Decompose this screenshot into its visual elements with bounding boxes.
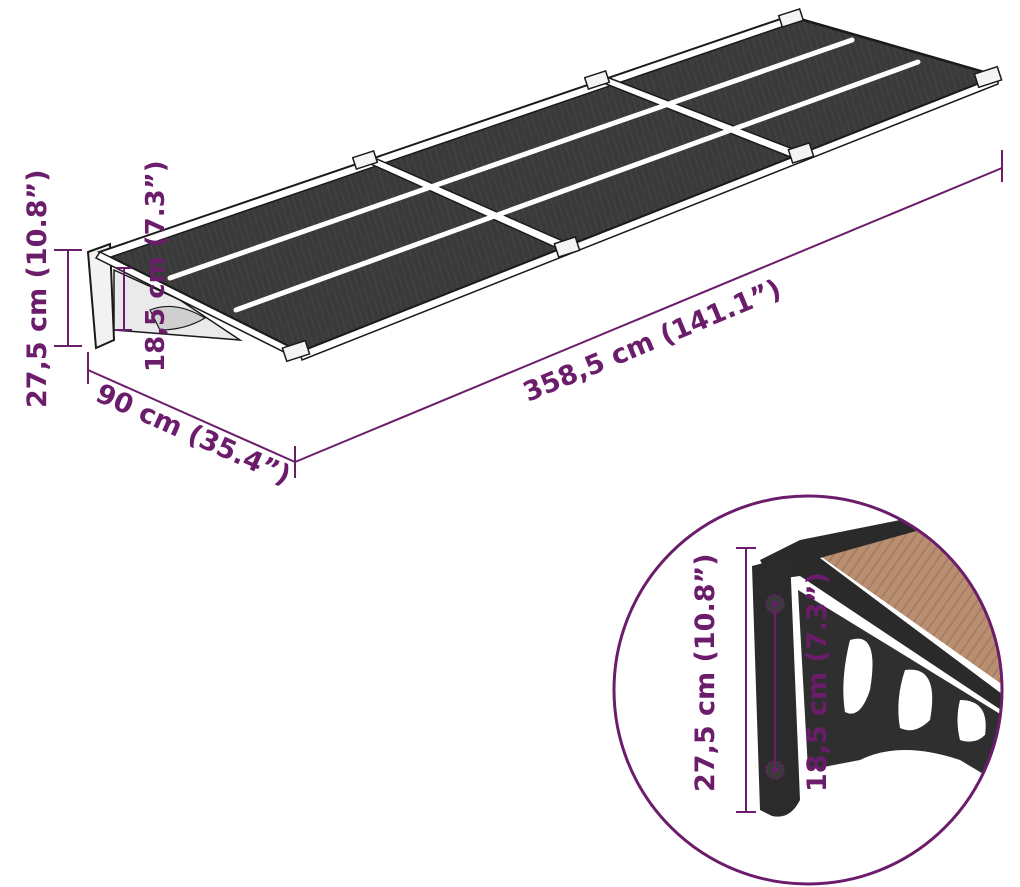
- bracket-detail: 27,5 cm (10.8”) 18,5 cm (7.3”): [612, 494, 1004, 886]
- dimension-lines: [54, 150, 1003, 478]
- detail-hole-spacing-label: 18,5 cm (7.3”): [802, 572, 833, 792]
- height-label: 27,5 cm (10.8”): [22, 169, 53, 408]
- frame-rails: [94, 15, 999, 362]
- detail-panel: [820, 524, 1002, 690]
- wall-bracket: [86, 242, 243, 350]
- depth-label: 90 cm (35.4”): [91, 378, 295, 492]
- canopy-assembly: [86, 7, 1003, 363]
- detail-circle-outline: [612, 494, 1004, 886]
- length-label: 358,5 cm (141.1”): [519, 274, 786, 409]
- frame-connectors: [281, 7, 1003, 363]
- canopy-panel: [96, 14, 1002, 354]
- hole-spacing-label: 18,5 cm (7.3”): [141, 160, 171, 372]
- panel-ridges: [167, 37, 921, 313]
- detail-height-label: 27,5 cm (10.8”): [690, 553, 721, 792]
